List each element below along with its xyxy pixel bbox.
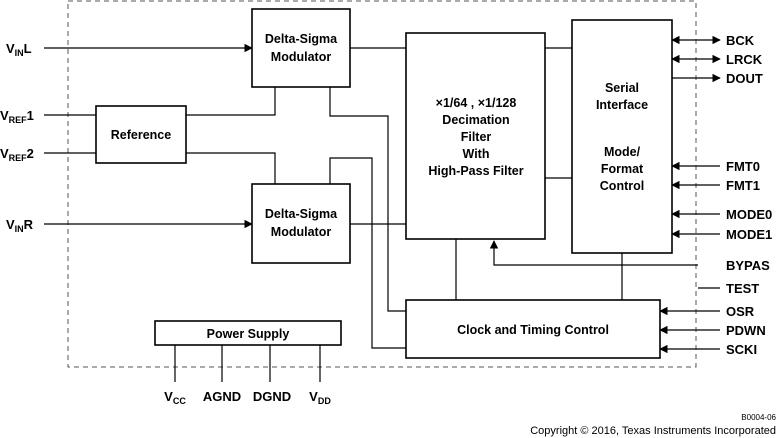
vref2-label: VREF2 [0,146,34,163]
power-label: Power Supply [207,327,290,341]
vinl-label: VINL [6,41,32,58]
vinr-label: VINR [6,217,34,234]
decimation-line2: Decimation [442,113,509,127]
power-supply-block: Power Supply [154,320,342,346]
pin-agnd: AGND [203,389,241,404]
decimation-line5: High-Pass Filter [428,164,523,178]
pin-scki: SCKI [726,342,757,357]
decimation-line1: ×1/64 , ×1/128 [436,96,517,110]
modulator-left-line2: Modulator [271,50,332,64]
pin-bck: BCK [726,33,755,48]
decimation-filter-block: ×1/64 , ×1/128 Decimation Filter With Hi… [405,32,546,240]
signal-lines [44,35,721,382]
modulator-right-block: Delta-Sigma Modulator [251,183,351,264]
right-pin-labels: BCK LRCK DOUT FMT0 FMT1 MODE0 MODE1 BYPA… [726,33,772,357]
serial-line4: Format [601,162,644,176]
clock-timing-block: Clock and Timing Control [405,299,661,359]
pin-mode1: MODE1 [726,227,772,242]
pin-mode0: MODE0 [726,207,772,222]
modulator-right-line2: Modulator [271,225,332,239]
decimation-line4: With [463,147,490,161]
pin-fmt1: FMT1 [726,178,760,193]
pin-dout: DOUT [726,71,763,86]
pin-lrck: LRCK [726,52,763,67]
serial-line2: Interface [596,98,648,112]
pin-test: TEST [726,281,759,296]
pin-bypas: BYPAS [726,258,770,273]
serial-line5: Control [600,179,644,193]
modulator-left-line1: Delta-Sigma [265,32,338,46]
clock-label: Clock and Timing Control [457,323,609,337]
pin-fmt0: FMT0 [726,159,760,174]
copyright-notice: Copyright © 2016, Texas Instruments Inco… [530,425,776,437]
pin-dgnd: DGND [253,389,291,404]
figure-code: B0004-06 [741,413,776,422]
pin-vdd: VDD [309,389,331,406]
reference-label: Reference [111,128,171,142]
modulator-left-block: Delta-Sigma Modulator [251,8,351,88]
serial-line1: Serial [605,81,639,95]
modulator-right-line1: Delta-Sigma [265,207,338,221]
decimation-line3: Filter [461,130,492,144]
vref1-label: VREF1 [0,108,34,125]
serial-interface-block: Serial Interface Mode/ Format Control [571,19,673,254]
pin-pdwn: PDWN [726,323,766,338]
pin-vcc: VCC [164,389,186,406]
reference-block: Reference [95,105,187,164]
pin-osr: OSR [726,304,755,319]
serial-line3: Mode/ [604,145,641,159]
chip-boundary [67,0,697,368]
